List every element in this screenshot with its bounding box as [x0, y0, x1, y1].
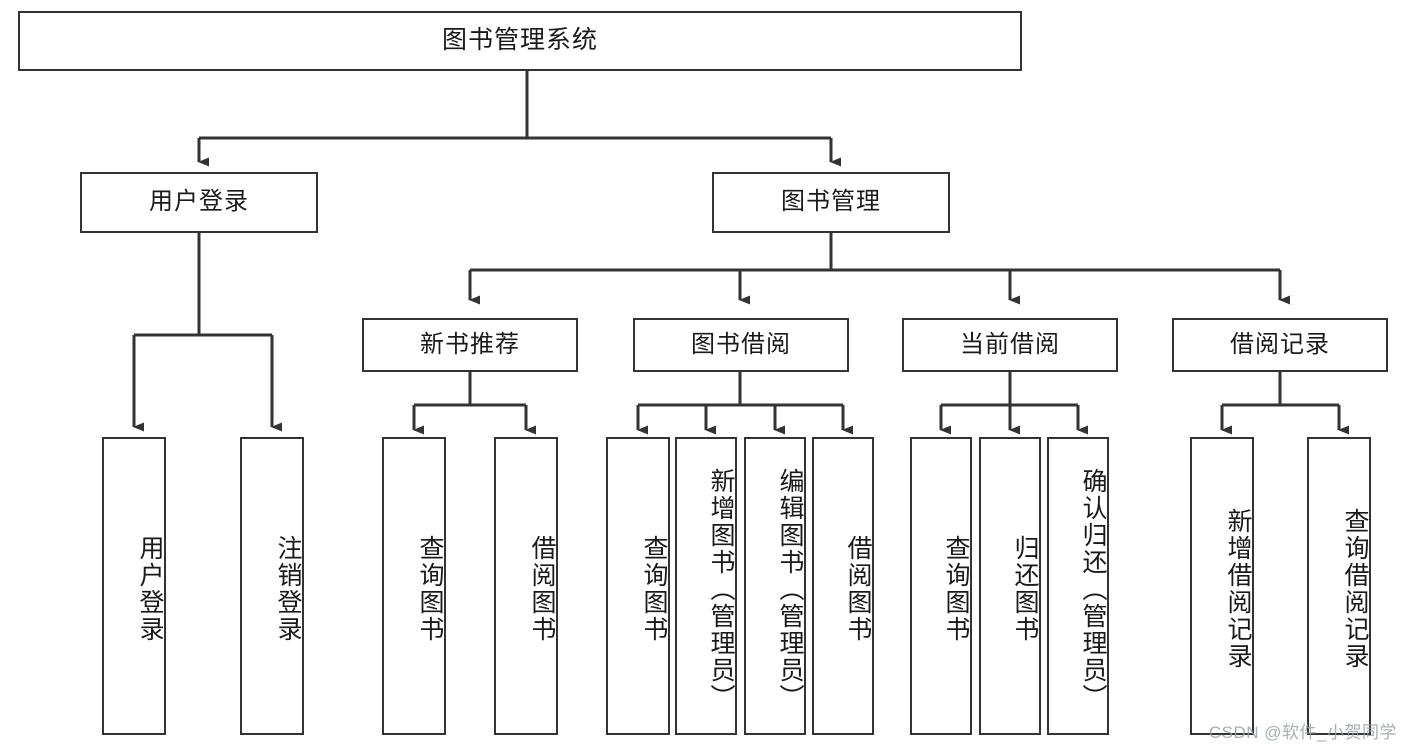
leaf-query-book-recommend[interactable]: 查询图书 [382, 437, 446, 735]
leaf-confirm-return-admin[interactable]: 确认归还（管理员） [1047, 437, 1109, 735]
leaf-label: 查询图书 [942, 535, 970, 643]
node-borrow-record[interactable]: 借阅记录 [1172, 318, 1388, 372]
leaf-logout-login[interactable]: 注销登录 [240, 437, 304, 735]
leaf-label: 用户登录 [136, 535, 164, 643]
leaf-edit-book-admin[interactable]: 编辑图书（管理员） [744, 437, 806, 735]
leaf-query-book-current[interactable]: 查询图书 [910, 437, 972, 735]
leaf-label: 新增图书（管理员） [707, 467, 735, 711]
leaf-borrow-book-recommend[interactable]: 借阅图书 [494, 437, 558, 735]
leaf-label: 查询图书 [416, 535, 444, 643]
node-book-management[interactable]: 图书管理 [712, 172, 950, 233]
leaf-label: 新增借阅记录 [1224, 508, 1252, 670]
leaf-query-book-borrow[interactable]: 查询图书 [606, 437, 670, 735]
leaf-label: 查询图书 [640, 535, 668, 643]
leaf-label: 借阅图书 [528, 535, 556, 643]
node-user-login[interactable]: 用户登录 [80, 172, 318, 233]
leaf-add-book-admin[interactable]: 新增图书（管理员） [675, 437, 737, 735]
leaf-query-borrow-record[interactable]: 查询借阅记录 [1307, 437, 1371, 735]
node-new-book-recommend[interactable]: 新书推荐 [362, 318, 578, 372]
leaf-borrow-book[interactable]: 借阅图书 [812, 437, 874, 735]
leaf-return-book[interactable]: 归还图书 [979, 437, 1041, 735]
leaf-label: 确认归还（管理员） [1079, 467, 1107, 711]
csdn-watermark: CSDN @软件_小贺同学 [1208, 723, 1397, 742]
leaf-label: 查询借阅记录 [1341, 508, 1369, 670]
node-current-borrow[interactable]: 当前借阅 [902, 318, 1118, 372]
leaf-add-borrow-record[interactable]: 新增借阅记录 [1190, 437, 1254, 735]
leaf-label: 编辑图书（管理员） [776, 467, 804, 711]
node-root-book-management-system[interactable]: 图书管理系统 [18, 11, 1022, 71]
leaf-user-login[interactable]: 用户登录 [102, 437, 166, 735]
leaf-label: 注销登录 [274, 535, 302, 643]
leaf-label: 借阅图书 [844, 535, 872, 643]
node-book-borrow[interactable]: 图书借阅 [633, 318, 849, 372]
leaf-label: 归还图书 [1011, 535, 1039, 643]
